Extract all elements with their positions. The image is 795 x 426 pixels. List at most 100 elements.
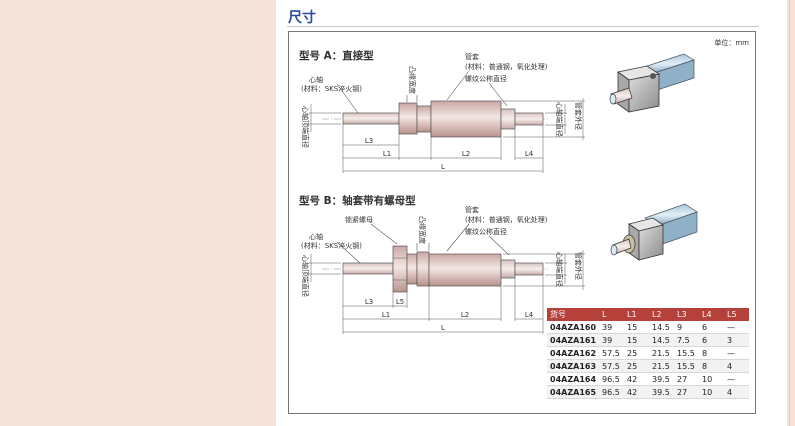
cell-part-no: 04AZA161 [547, 333, 600, 347]
dimension-figure-panel: 单位：mm 型号 A：直接型 心轴 (材料：SKS淬火钢) 管套 (材料：普通钢… [288, 31, 756, 414]
type-b-tube-label: 管套 [465, 205, 479, 214]
type-b-core-material: (材料：SKS淬火钢) [301, 241, 362, 250]
type-a-dim-l: L [441, 163, 445, 171]
type-a-heading: 型号 A：直接型 [299, 49, 374, 62]
cell-l1: 25 [624, 346, 650, 360]
type-a-tube-od-label: 管套外径 [574, 102, 583, 130]
cell-part-no: 04AZA165 [547, 385, 600, 399]
cell-l2: 14.5 [649, 321, 675, 334]
type-b-heading: 型号 B：轴套带有螺母型 [299, 194, 416, 207]
type-a-dimensions [342, 124, 544, 173]
cell-l1: 15 [624, 333, 650, 347]
table-row: 04AZA161 39 15 14.5 7.5 6 3 [547, 333, 750, 347]
type-b-drawing [309, 245, 585, 293]
cell-l2: 39.5 [649, 385, 675, 399]
type-b-flange-label: 凸缘宽度 [418, 216, 427, 244]
type-a-tube-material: (材料：普通钢，氧化处理) [465, 62, 548, 71]
type-b-tube-od-label: 管套外径 [574, 252, 583, 280]
spec-table: 货号 L L1 L2 L3 L4 L5 04AZA160 39 15 14.5 … [547, 308, 750, 399]
cell-l4: 10 [699, 372, 725, 386]
cell-part-no: 04AZA163 [547, 359, 600, 373]
type-a-core-label: 心轴 [309, 75, 323, 84]
cell-l5: — [724, 346, 750, 360]
cell-l5: — [724, 321, 750, 334]
table-row: 04AZA160 39 15 14.5 9 6 — [547, 321, 750, 334]
type-b-core-end-diameter: 心轴端直径 [555, 252, 564, 287]
dimension-drawings: 单位：mm 型号 A：直接型 心轴 (材料：SKS淬火钢) 管套 (材料：普通钢… [299, 38, 749, 334]
cell-l5: 4 [724, 385, 750, 399]
cell-l: 39 [599, 321, 625, 334]
type-b-dim-l1: L1 [382, 311, 390, 319]
table-row: 04AZA162 57.5 25 21.5 15.5 8 — [547, 346, 750, 360]
unit-note: 单位：mm [714, 38, 749, 47]
type-b-tube-material: (材料：普通钢，氧化处理) [465, 215, 548, 224]
col-header-l2: L2 [649, 308, 675, 321]
type-a-dim-l3: L3 [365, 137, 373, 145]
cell-l4: 6 [699, 321, 725, 334]
table-row: 04AZA164 96.5 42 39.5 27 10 — [547, 372, 750, 386]
type-a-isometric-illustration [609, 53, 695, 113]
cell-l2: 21.5 [649, 359, 675, 373]
type-a-core-tip-diameter: 心轴顶端直径 [301, 106, 310, 148]
type-a-dim-l1: L1 [383, 150, 391, 158]
cell-l: 57.5 [599, 359, 625, 373]
cell-l1: 42 [624, 385, 650, 399]
type-b-dim-l: L [441, 324, 445, 332]
type-a-drawing [309, 98, 585, 140]
cell-l4: 8 [699, 346, 725, 360]
type-a-core-end-diameter: 心轴端直径 [555, 102, 564, 137]
type-a-dim-l2: L2 [462, 150, 470, 158]
type-b-core-label: 心轴 [309, 232, 323, 241]
table-row: 04AZA163 57.5 25 21.5 15.5 8 4 [547, 359, 750, 373]
cell-l1: 25 [624, 359, 650, 373]
type-a-thread-label: 螺纹公称直径 [465, 74, 507, 83]
cell-l: 57.5 [599, 346, 625, 360]
type-b-dim-l2: L2 [461, 311, 469, 319]
cell-part-no: 04AZA160 [547, 321, 600, 334]
cell-part-no: 04AZA164 [547, 372, 600, 386]
cell-l2: 21.5 [649, 346, 675, 360]
left-sidebar [0, 0, 276, 426]
type-b-thread-label: 螺纹公称直径 [465, 227, 507, 236]
cell-l3: 27 [674, 372, 700, 386]
type-b-dimensions [342, 274, 544, 334]
cell-l5: 3 [724, 333, 750, 347]
main-content: 尺寸 [276, 0, 787, 426]
col-header-l4: L4 [699, 308, 725, 321]
type-b-dim-l3: L3 [365, 298, 373, 306]
cell-l: 96.5 [599, 385, 625, 399]
cell-l: 39 [599, 333, 625, 347]
type-b-dim-l5: L5 [396, 298, 404, 306]
right-margin [787, 0, 795, 426]
type-b-core-tip-diameter: 心轴顶端直径 [301, 255, 310, 297]
cell-part-no: 04AZA162 [547, 346, 600, 360]
type-a-flange-label: 凸缘宽度 [408, 66, 417, 94]
type-b-locknut-label: 锁紧螺母 [345, 215, 373, 224]
cell-l3: 9 [674, 321, 700, 334]
type-b-dim-l4: L4 [525, 311, 534, 319]
type-a-core-material: (材料：SKS淬火钢) [301, 84, 362, 93]
col-header-l: L [599, 308, 625, 321]
cell-l2: 14.5 [649, 333, 675, 347]
cell-l2: 39.5 [649, 372, 675, 386]
spec-table-header-row: 货号 L L1 L2 L3 L4 L5 [547, 308, 750, 321]
type-b-isometric-illustration [610, 203, 698, 261]
cell-l4: 10 [699, 385, 725, 399]
cell-l3: 27 [674, 385, 700, 399]
col-header-part-no: 货号 [547, 308, 600, 321]
col-header-l3: L3 [674, 308, 700, 321]
cell-l: 96.5 [599, 372, 625, 386]
cell-l5: 4 [724, 359, 750, 373]
section-divider [287, 26, 759, 27]
col-header-l1: L1 [624, 308, 650, 321]
cell-l4: 8 [699, 359, 725, 373]
cell-l3: 15.5 [674, 346, 700, 360]
cell-l3: 15.5 [674, 359, 700, 373]
type-a-tube-label: 管套 [465, 52, 479, 61]
type-a-dim-l4: L4 [525, 150, 534, 158]
cell-l4: 6 [699, 333, 725, 347]
cell-l3: 7.5 [674, 333, 700, 347]
col-header-l5: L5 [724, 308, 750, 321]
cell-l5: — [724, 372, 750, 386]
table-row: 04AZA165 96.5 42 39.5 27 10 4 [547, 385, 750, 399]
